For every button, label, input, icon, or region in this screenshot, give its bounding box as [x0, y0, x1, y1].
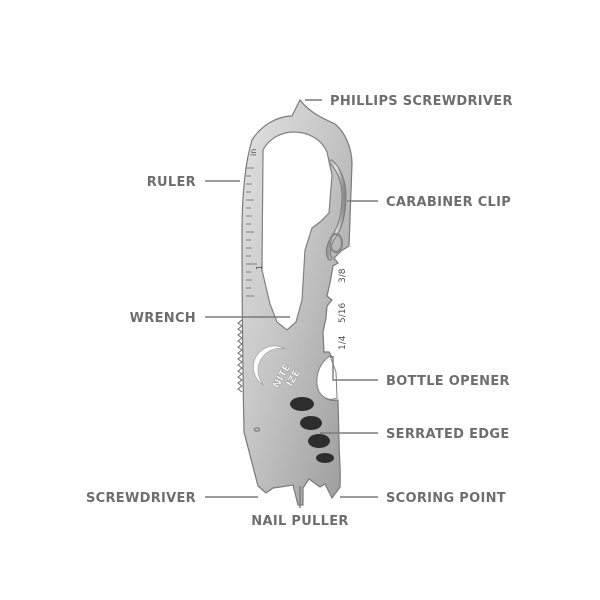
- bottle-opener-notch: [316, 355, 338, 400]
- logo-crescent-icon: [253, 345, 285, 386]
- label-wrench: WRENCH: [130, 311, 196, 326]
- ruler-mark-zero: 0: [253, 427, 262, 432]
- leader-lines: [205, 99, 378, 508]
- ruler-teeth: [237, 319, 243, 393]
- label-ruler: RULER: [147, 175, 196, 190]
- label-scoring-point: SCORING POINT: [386, 491, 506, 506]
- ruler-unit: in: [249, 149, 258, 156]
- serrated-edge-notches: [290, 397, 334, 463]
- wrench-size-label: 3/8: [338, 268, 348, 283]
- tool-body: in 1 0 3/8 5/16 1/4 NITE IZE: [237, 98, 353, 506]
- label-nail-puller: NAIL PULLER: [251, 514, 348, 529]
- wrench-size-label: 1/4: [338, 335, 348, 350]
- carabiner-wire: [325, 159, 347, 261]
- serration-notch: [316, 453, 334, 463]
- carabiner-wire-highlight: [326, 160, 346, 260]
- carabiner-slot: [261, 131, 333, 331]
- label-screwdriver: SCREWDRIVER: [86, 491, 196, 506]
- carabiner-loop: [328, 232, 344, 254]
- ruler-ticks: [246, 167, 257, 297]
- label-phillips-screwdriver: PHILLIPS SCREWDRIVER: [330, 94, 513, 109]
- ruler-mark-one: 1: [255, 265, 264, 270]
- wrench-size-engraving: 3/8 5/16 1/4: [338, 268, 348, 350]
- serration-notch: [290, 397, 314, 411]
- leader-bottle-opener: [332, 356, 378, 381]
- serration-notch: [300, 416, 322, 430]
- wrench-size-label: 5/16: [338, 303, 348, 323]
- label-serrated-edge: SERRATED EDGE: [386, 427, 510, 442]
- label-bottle-opener: BOTTLE OPENER: [386, 374, 510, 389]
- callout-labels: PHILLIPS SCREWDRIVER RULER CARABINER CLI…: [86, 94, 513, 529]
- serration-notch: [308, 434, 330, 448]
- label-carabiner-clip: CARABINER CLIP: [386, 195, 511, 210]
